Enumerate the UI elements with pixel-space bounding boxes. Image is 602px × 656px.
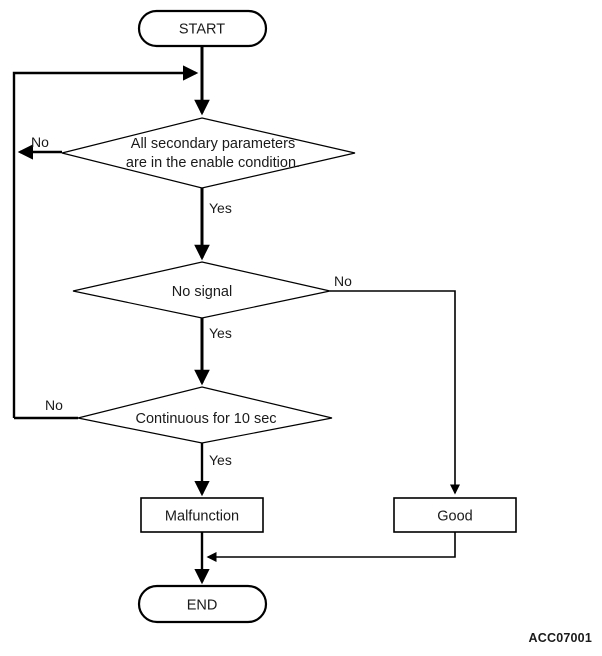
node-decision-parameters (61, 117, 356, 189)
connector-no-signal-no (330, 290, 461, 495)
node-start-label: START (179, 22, 225, 38)
connector-feedback-loop (12, 65, 199, 418)
node-good-label: Good (437, 509, 472, 525)
node-end-label: END (187, 598, 218, 614)
node-start (137, 9, 268, 48)
edge-label-continuous-yes: Yes (209, 452, 232, 468)
node-decision-parameters-label-line2: are in the enable condition. (126, 155, 300, 171)
edge-label-parameters-no: No (31, 134, 49, 150)
edge-label-no-signal-no: No (334, 273, 352, 289)
edge-label-no-signal-yes: Yes (209, 325, 232, 341)
connector-good-to-merge (206, 532, 456, 563)
node-decision-no-signal (72, 261, 331, 319)
node-malfunction-label: Malfunction (165, 509, 239, 525)
node-end (137, 584, 268, 624)
node-decision-continuous (77, 386, 333, 444)
figure-id-label: ACC07001 (529, 631, 592, 645)
node-malfunction (140, 497, 264, 533)
edge-label-continuous-no: No (45, 397, 63, 413)
node-good (393, 497, 517, 533)
node-decision-parameters-label-line1: All secondary parameters (131, 136, 295, 152)
node-decision-no-signal-label: No signal (172, 284, 232, 300)
node-decision-continuous-label: Continuous for 10 sec (135, 411, 276, 427)
edge-label-parameters-yes: Yes (209, 200, 232, 216)
